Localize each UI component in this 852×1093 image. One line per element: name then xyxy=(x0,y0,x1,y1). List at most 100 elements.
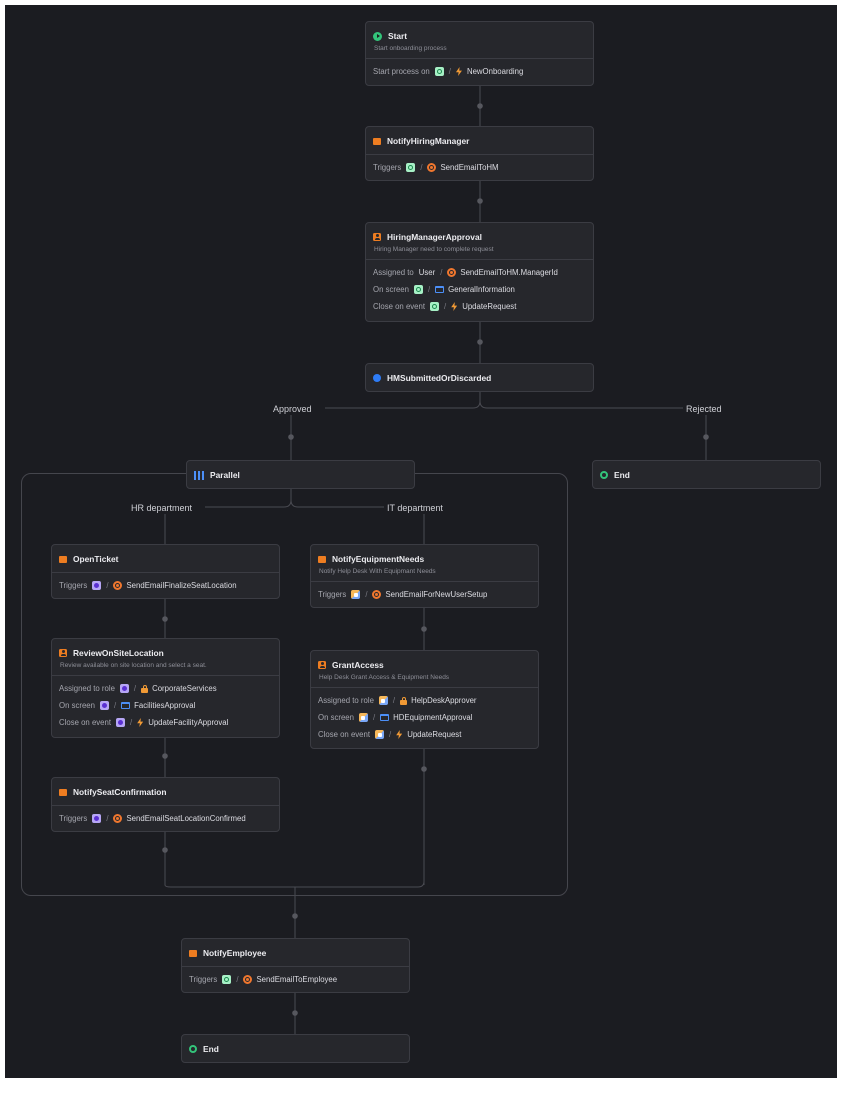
green-event-icon xyxy=(413,285,423,294)
separator: / xyxy=(444,302,447,311)
row-value: HelpDeskApprover xyxy=(411,696,477,705)
helpdesk-event-icon xyxy=(378,696,388,705)
node-hm-submitted-or-discarded[interactable]: HMSubmittedOrDiscarded xyxy=(365,363,594,392)
green-event-icon xyxy=(406,163,416,172)
separator: / xyxy=(236,975,239,984)
screen-icon xyxy=(435,286,445,293)
node-parallel[interactable]: Parallel xyxy=(186,460,415,489)
green-event-icon xyxy=(434,67,444,76)
separator: / xyxy=(113,701,117,710)
node-title: NotifySeatConfirmation xyxy=(73,787,167,797)
email-action-icon xyxy=(243,975,253,984)
separator: / xyxy=(106,581,109,590)
node-notify-employee[interactable]: NotifyEmployee Triggers / SendEmailToEmp… xyxy=(181,938,410,993)
node-notify-equipment-needs[interactable]: NotifyEquipmentNeeds Notify Help Desk Wi… xyxy=(310,544,539,608)
row-label: Assigned to xyxy=(373,268,414,277)
node-start[interactable]: Start Start onboarding process Start pro… xyxy=(365,21,594,86)
separator: / xyxy=(392,696,396,705)
separator: / xyxy=(372,713,376,722)
triggers-row: Triggers / SendEmailForNewUserSetup xyxy=(318,586,531,603)
connector-lines xyxy=(162,86,709,1034)
row-label: Assigned to role xyxy=(59,684,115,693)
row-value: UpdateFacilityApproval xyxy=(148,718,229,727)
close-event-row: Close on event / UpdateFacilityApproval xyxy=(59,714,272,731)
assigned-row: Assigned to role / HelpDeskApprover xyxy=(318,692,531,709)
assigned-row: Assigned to role / CorporateServices xyxy=(59,680,272,697)
user-task-icon xyxy=(318,661,326,669)
screen-row: On screen / HDEquipmentApproval xyxy=(318,709,531,726)
row-label: Start process on xyxy=(373,67,430,76)
row-label: Triggers xyxy=(189,975,218,984)
purple-event-icon xyxy=(119,684,129,693)
decision-icon xyxy=(373,374,381,382)
task-icon xyxy=(189,949,197,957)
email-action-icon xyxy=(427,163,437,172)
close-event-row: Close on event / UpdateRequest xyxy=(318,726,531,743)
node-hiring-manager-approval[interactable]: HiringManagerApproval Hiring Manager nee… xyxy=(365,222,594,322)
workflow-canvas: Approved Rejected HR department IT depar… xyxy=(5,5,837,1078)
row-value: SendEmailForNewUserSetup xyxy=(385,590,488,599)
start-process-row: Start process on / NewOnboarding xyxy=(373,63,586,80)
end-icon xyxy=(189,1045,197,1053)
node-title: End xyxy=(203,1044,219,1054)
edge-decision-split-right xyxy=(479,400,685,409)
node-subtitle: Hiring Manager need to complete request xyxy=(374,246,494,253)
separator: / xyxy=(106,814,109,823)
node-grant-access[interactable]: GrantAccess Help Desk Grant Access & Equ… xyxy=(310,650,539,749)
node-review-on-site-location[interactable]: ReviewOnSiteLocation Review available on… xyxy=(51,638,280,738)
row-label: Triggers xyxy=(373,163,402,172)
node-notify-hiring-manager[interactable]: NotifyHiringManager Triggers / SendEmail… xyxy=(365,126,594,181)
screen-icon xyxy=(121,702,131,709)
node-open-ticket[interactable]: OpenTicket Triggers / SendEmailFinalizeS… xyxy=(51,544,280,599)
separator: / xyxy=(365,590,368,599)
node-title: NotifyHiringManager xyxy=(387,136,470,146)
row-value: SendEmailSeatLocationConfirmed xyxy=(126,814,246,823)
triggers-row: Triggers / SendEmailToHM xyxy=(373,159,586,176)
row-label: Assigned to role xyxy=(318,696,374,705)
row-value: SendEmailFinalizeSeatLocation xyxy=(126,581,237,590)
parallel-icon xyxy=(194,470,204,480)
green-event-icon xyxy=(222,975,232,984)
row-label: Close on event xyxy=(59,718,112,727)
task-icon xyxy=(59,555,67,563)
helpdesk-event-icon xyxy=(358,713,368,722)
node-end-final[interactable]: End xyxy=(181,1034,410,1063)
user-task-icon xyxy=(373,233,381,241)
helpdesk-event-icon xyxy=(351,590,361,599)
node-title: NotifyEmployee xyxy=(203,948,267,958)
node-end-rejected[interactable]: End xyxy=(592,460,821,489)
email-action-icon xyxy=(372,590,382,599)
edge-label-it: IT department xyxy=(384,502,446,514)
row-label: Triggers xyxy=(59,581,88,590)
node-title: ReviewOnSiteLocation xyxy=(73,648,164,658)
separator: / xyxy=(440,268,443,277)
node-title: End xyxy=(614,470,630,480)
node-title: Parallel xyxy=(210,470,240,480)
purple-event-icon xyxy=(92,814,102,823)
node-subtitle: Review available on site location and se… xyxy=(60,662,207,669)
email-action-icon xyxy=(113,581,123,590)
node-subtitle: Help Desk Grant Access & Equipment Needs xyxy=(319,674,450,681)
task-icon xyxy=(373,137,381,145)
node-notify-seat-confirmation[interactable]: NotifySeatConfirmation Triggers / SendEm… xyxy=(51,777,280,832)
row-label: Triggers xyxy=(318,590,347,599)
row-label: On screen xyxy=(373,285,409,294)
row-value: SendEmailToHM.ManagerId xyxy=(460,268,558,277)
purple-event-icon xyxy=(116,718,126,727)
task-icon xyxy=(318,555,326,563)
assigned-row: Assigned to User / SendEmailToHM.Manager… xyxy=(373,264,586,281)
row-value: SendEmailToHM xyxy=(440,163,499,172)
lock-icon xyxy=(400,696,408,705)
bolt-icon xyxy=(137,718,144,727)
triggers-row: Triggers / SendEmailSeatLocationConfirme… xyxy=(59,810,272,827)
edge-decision-split xyxy=(325,392,481,409)
user-task-icon xyxy=(59,649,67,657)
email-action-icon xyxy=(447,268,457,277)
edge-label-approved: Approved xyxy=(270,403,315,415)
separator: / xyxy=(130,718,133,727)
node-title: NotifyEquipmentNeeds xyxy=(332,554,425,564)
separator: / xyxy=(427,285,431,294)
node-title: Start xyxy=(388,31,408,41)
row-value: GeneralInformation xyxy=(448,285,515,294)
row-value: UpdateRequest xyxy=(407,730,462,739)
